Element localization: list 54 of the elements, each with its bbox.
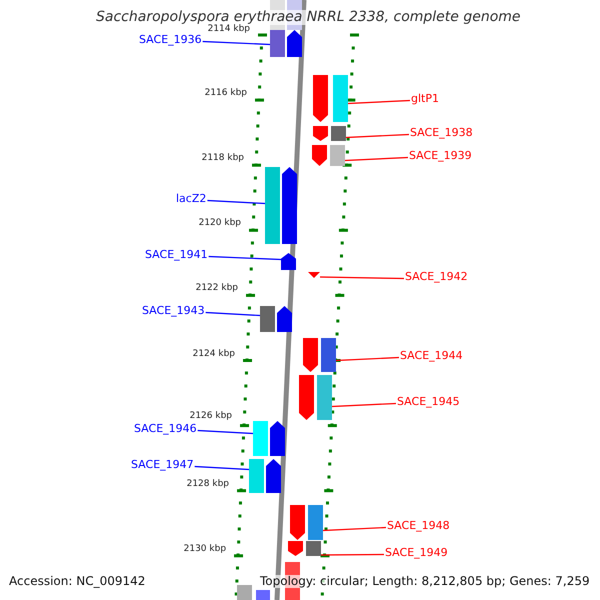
scale-label: 2118 kbp — [200, 154, 244, 164]
gene-label: SACE_1938 — [410, 127, 473, 140]
gene-glyph — [265, 167, 297, 244]
gene-glyph — [299, 375, 332, 420]
gene-label: SACE_1939 — [409, 150, 472, 162]
map-title: Saccharopolyspora erythraea NRRL 2338, complete genome — [96, 10, 521, 26]
gene-label: SACE_1942 — [405, 271, 468, 284]
genome-summary-text: Topology: circular; Length: 8,212,805 bp; Genes: 7,259 — [260, 575, 590, 588]
gene-label: lacZ2 — [176, 193, 206, 206]
gene-glyph — [303, 338, 336, 372]
scale-label: 2124 kbp — [192, 350, 236, 360]
gene-glyph — [281, 253, 296, 270]
leader-line — [198, 430, 254, 434]
gene-glyph — [270, 30, 302, 57]
gene-label: SACE_1949 — [385, 547, 448, 560]
leader-line — [332, 402, 396, 408]
gene-glyph — [253, 421, 285, 456]
gene-label: SACE_1945 — [397, 396, 460, 408]
gene-label: SACE_1943 — [142, 305, 205, 318]
leader-line — [202, 40, 270, 46]
scale-label: 2122 kbp — [194, 284, 238, 294]
gene-glyph — [308, 272, 320, 278]
gene-glyph — [313, 75, 348, 122]
gene-label: SACE_1944 — [400, 350, 463, 362]
scale-label: 2126 kbp — [188, 412, 232, 422]
gene-glyph — [290, 505, 323, 540]
leader-line — [194, 466, 250, 470]
gene-glyph — [313, 126, 346, 141]
accession-text: Accession: NC_009142 — [9, 575, 146, 588]
leader-line — [207, 200, 266, 204]
leader-line — [322, 526, 386, 532]
gene-label: SACE_1946 — [134, 423, 197, 436]
leader-line — [344, 156, 408, 162]
gene-label: SACE_1936 — [139, 34, 202, 46]
leader-line — [206, 312, 260, 316]
leader-line — [321, 554, 384, 556]
leader-line — [346, 134, 410, 138]
scale-label: 2130 kbp — [182, 544, 226, 555]
leader-line — [348, 100, 410, 104]
gene-label: gltP1 — [411, 93, 439, 106]
gene-glyph — [312, 145, 345, 166]
scale-label: 2120 kbp — [198, 219, 241, 230]
gene-glyph — [260, 306, 292, 332]
gene-label: SACE_1948 — [387, 520, 450, 532]
leader-line — [320, 276, 404, 280]
gene-glyph — [288, 541, 321, 556]
leader-line — [208, 256, 282, 260]
gene-label: SACE_1941 — [145, 249, 208, 262]
scale-label: 2114 kbp — [206, 25, 250, 35]
leader-line — [336, 356, 400, 362]
scale-label: 2116 kbp — [204, 89, 247, 99]
gene-label: SACE_1947 — [131, 459, 194, 472]
scale-label: 2128 kbp — [186, 480, 230, 490]
gene-glyph — [249, 459, 281, 493]
